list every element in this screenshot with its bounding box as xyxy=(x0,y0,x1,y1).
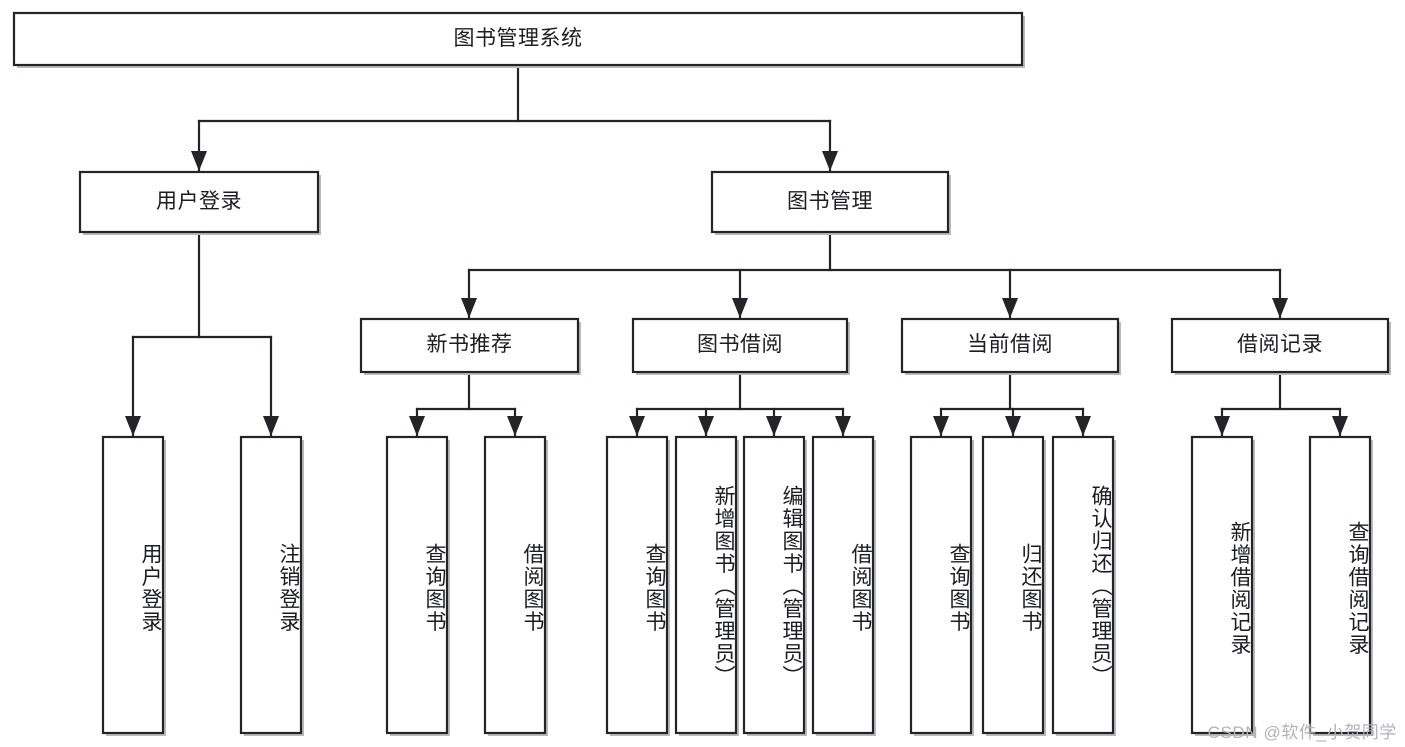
node-leaf-user-login-box[interactable] xyxy=(101,435,165,735)
node-root-box[interactable] xyxy=(12,11,1024,67)
connector-layer xyxy=(125,63,1348,438)
arrow-head-icon xyxy=(461,298,477,318)
arrow-head-icon xyxy=(1214,416,1230,436)
arrow-head-icon xyxy=(125,416,141,436)
arrow-head-icon xyxy=(1332,416,1348,436)
node-leaf-query-book-borrow-box[interactable] xyxy=(605,435,669,735)
node-current-borrow-box[interactable] xyxy=(900,317,1120,374)
node-new-book-recommend-box[interactable] xyxy=(359,317,580,374)
node-leaf-return-book-box[interactable] xyxy=(981,435,1045,735)
node-user-login-box[interactable] xyxy=(78,170,320,234)
arrow-head-icon xyxy=(409,416,425,436)
arrow-head-icon xyxy=(191,151,207,171)
arrow-head-icon xyxy=(1272,298,1288,318)
node-leaf-add-book-admin-box[interactable] xyxy=(674,435,738,735)
node-book-management-box[interactable] xyxy=(710,170,950,234)
node-leaf-query-book-recommend-box[interactable] xyxy=(385,435,449,735)
arrow-head-icon xyxy=(507,416,523,436)
arrow-head-icon xyxy=(822,151,838,171)
arrow-head-icon xyxy=(698,416,714,436)
arrow-head-icon xyxy=(835,416,851,436)
conn-userlogin-bus xyxy=(131,230,273,438)
node-leaf-query-book-current-box[interactable] xyxy=(909,435,973,735)
arrow-head-icon xyxy=(1005,416,1021,436)
conn-borrow-bus xyxy=(635,370,845,438)
conn-recommend-bus xyxy=(415,370,517,438)
conn-record-bus xyxy=(1220,370,1342,438)
arrow-head-icon xyxy=(1002,298,1018,318)
arrow-head-icon xyxy=(1075,416,1091,436)
arrow-head-icon xyxy=(766,416,782,436)
node-book-borrow-box[interactable] xyxy=(631,317,849,374)
arrow-head-icon xyxy=(263,416,279,436)
node-leaf-borrow-book-box[interactable] xyxy=(811,435,875,735)
node-leaf-borrow-book-recommend-box[interactable] xyxy=(483,435,547,735)
conn-root-bus xyxy=(197,63,832,173)
conn-bookmgmt-bus xyxy=(467,230,1282,320)
arrow-head-icon xyxy=(933,416,949,436)
arrow-head-icon xyxy=(732,298,748,318)
node-leaf-edit-book-admin-box[interactable] xyxy=(742,435,806,735)
node-leaf-add-borrow-record-box[interactable] xyxy=(1190,435,1254,735)
node-borrow-record-box[interactable] xyxy=(1170,317,1390,374)
node-leaf-user-logout-box[interactable] xyxy=(239,435,303,735)
arrow-head-icon xyxy=(629,416,645,436)
node-leaf-query-borrow-record-box[interactable] xyxy=(1308,435,1372,735)
node-leaf-confirm-return-admin-box[interactable] xyxy=(1051,435,1115,735)
csdn-watermark: CSDN @软件_小贺同学 xyxy=(1207,723,1397,742)
node-box-layer xyxy=(12,11,1391,736)
